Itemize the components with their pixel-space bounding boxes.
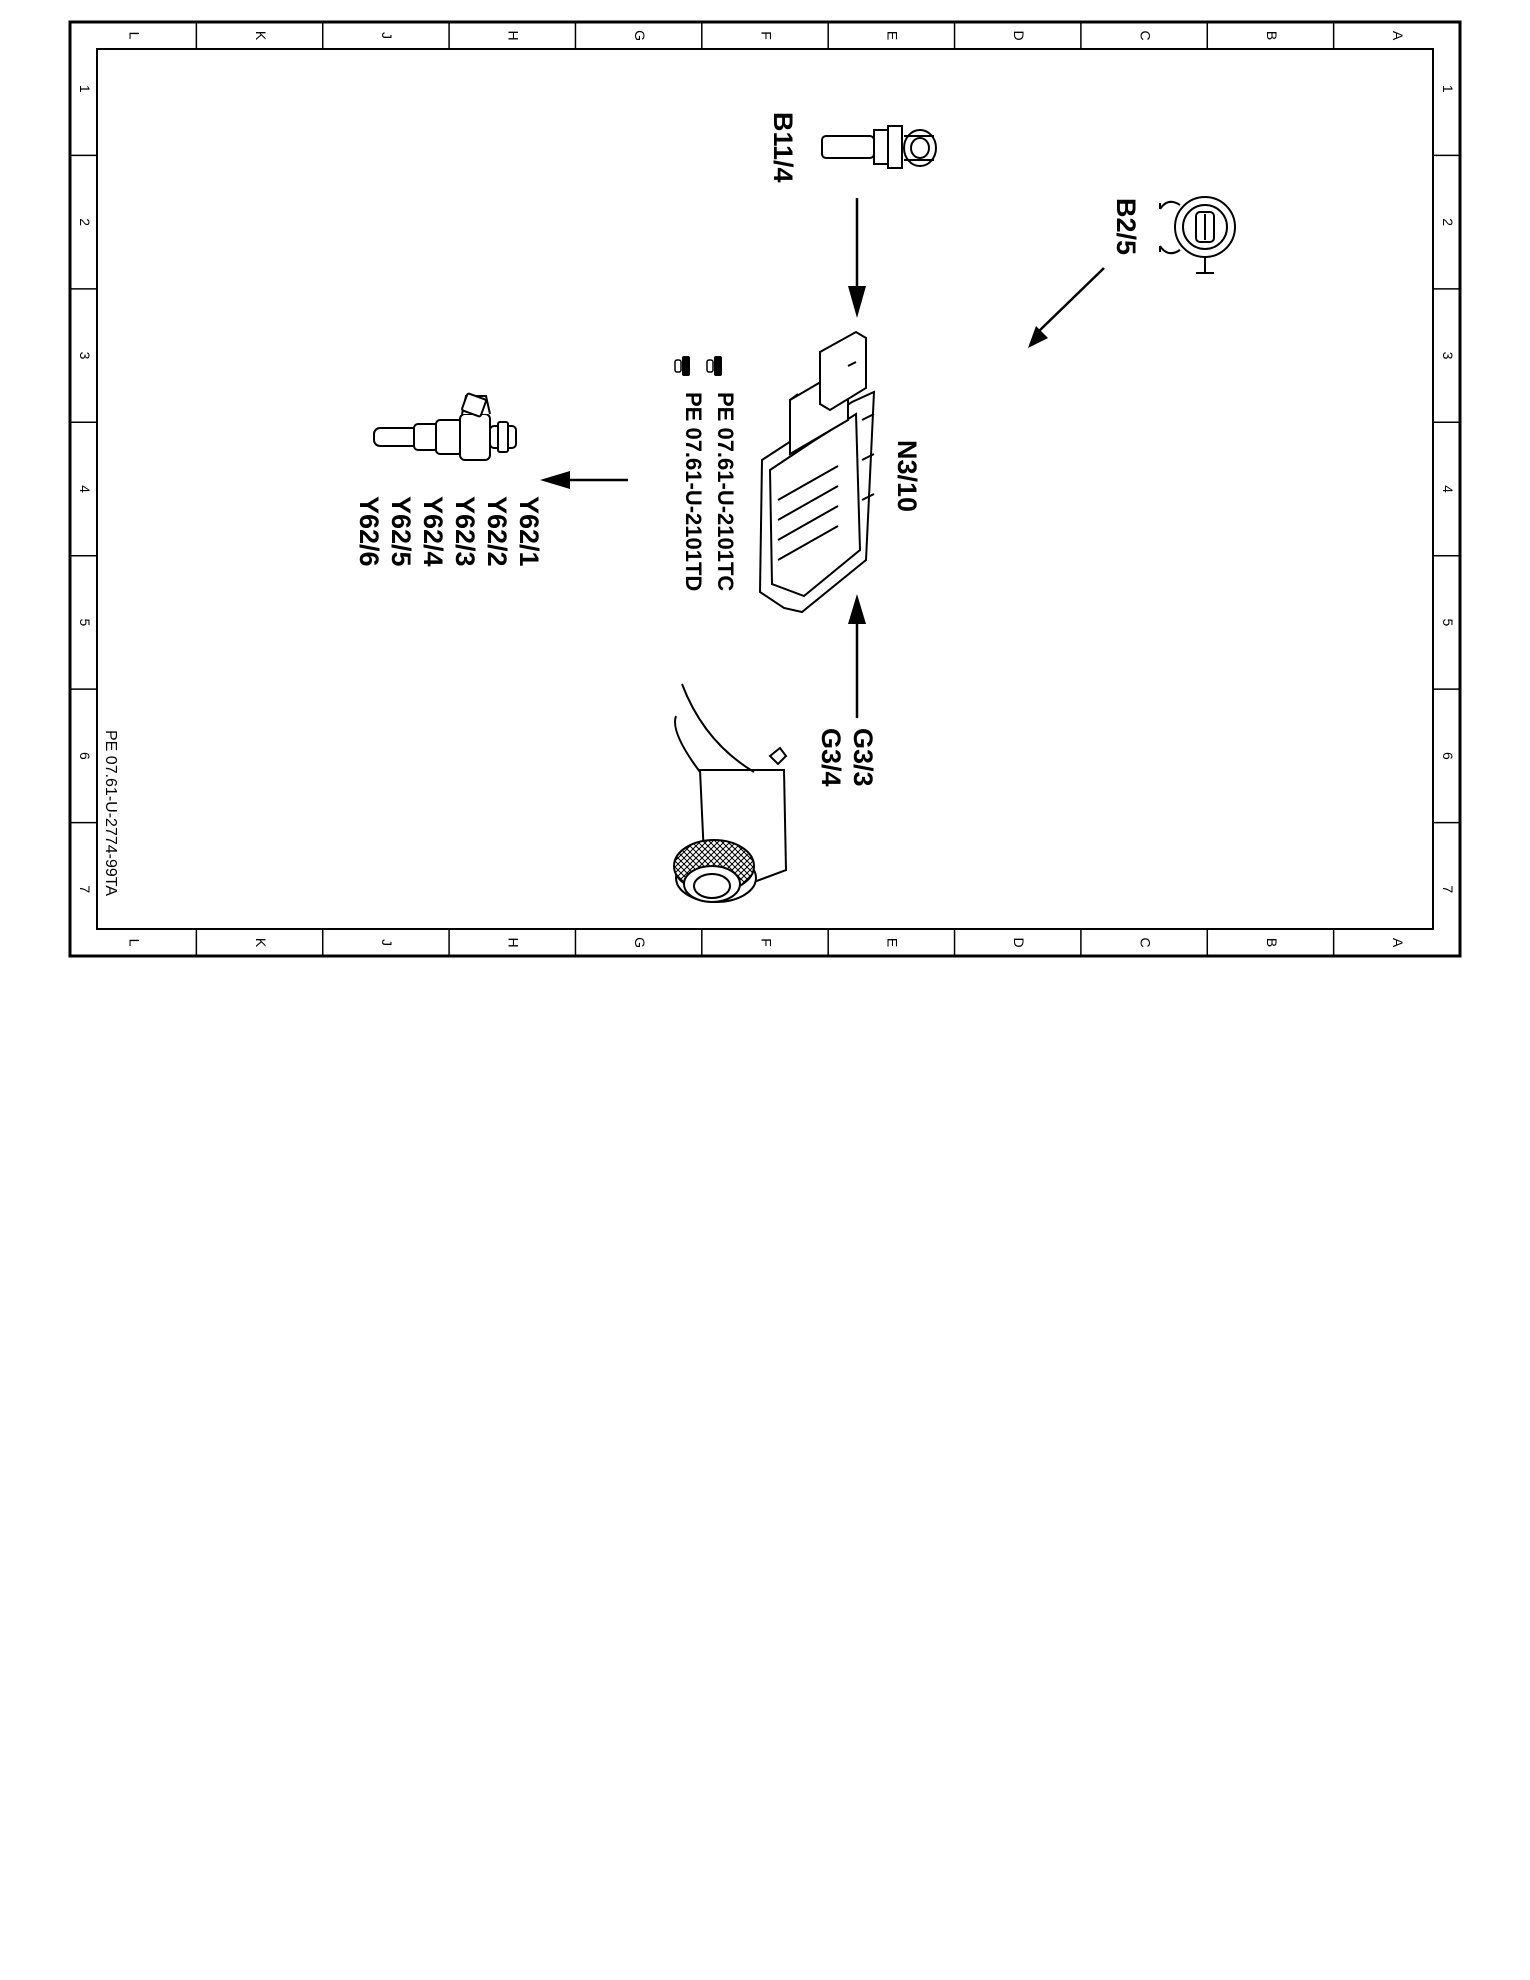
- label-y62-2: Y62/2: [482, 496, 512, 567]
- reference-note-1: PE 07.61-U-2101TC: [713, 392, 738, 591]
- n3-10-control-unit-drawing: [758, 330, 876, 614]
- grid-column-label-top: G: [632, 30, 648, 41]
- grid-row-label-left: 3: [77, 352, 93, 360]
- b2-5-sensor-drawing: [1159, 196, 1236, 274]
- grid-column-label-top: J: [379, 32, 395, 39]
- grid-column-label-top: D: [1011, 30, 1027, 40]
- grid-row-label-right: 1: [1440, 85, 1456, 93]
- grid-column-label-top: H: [506, 30, 522, 40]
- g3-oxygen-sensor-drawing: [673, 683, 788, 903]
- grid-column-label-bottom: A: [1390, 938, 1406, 948]
- grid-row-label-right: 7: [1440, 885, 1456, 893]
- grid-column-label-bottom: H: [506, 937, 522, 947]
- grid-column-label-bottom: C: [1137, 937, 1153, 947]
- label-y62-3: Y62/3: [450, 496, 480, 567]
- label-n3-10: N3/10: [892, 440, 922, 512]
- label-y62-1: Y62/1: [514, 496, 544, 567]
- grid-column-label-top: L: [126, 32, 142, 40]
- grid-column-label-bottom: D: [1011, 937, 1027, 947]
- grid-column-label-top: C: [1137, 30, 1153, 40]
- grid-column-label-top: E: [885, 31, 901, 40]
- arrow-n3-10-to-y62: [540, 471, 628, 489]
- grid-row-label-right: 5: [1440, 619, 1456, 627]
- grid-column-label-top: A: [1390, 31, 1406, 41]
- label-y62-6: Y62/6: [354, 496, 384, 567]
- reference-note-2: PE 07.61-U-2101TD: [681, 392, 706, 591]
- grid-row-label-right: 2: [1440, 218, 1456, 226]
- label-b11-4: B11/4: [768, 112, 798, 183]
- y62-injector-drawing: [373, 392, 517, 461]
- label-g3-3: G3/3: [848, 728, 878, 787]
- drawing-code: PE 07.61-U-2774-99TA: [102, 730, 119, 896]
- grid-column-label-top: B: [1264, 31, 1280, 40]
- grid-column-label-bottom: F: [758, 938, 774, 947]
- grid-row-label-right: 4: [1440, 485, 1456, 493]
- pointing-hand-icon: [674, 356, 690, 376]
- grid-row-label-right: 3: [1440, 352, 1456, 360]
- grid-column-label-top: F: [758, 31, 774, 40]
- grid-row-label-left: 6: [77, 752, 93, 760]
- grid-row-label-left: 5: [77, 619, 93, 627]
- b11-4-sensor-drawing: [821, 125, 937, 169]
- grid-row-label-left: 7: [77, 885, 93, 893]
- grid-column-label-bottom: G: [632, 937, 648, 948]
- inner-frame: [96, 48, 1434, 930]
- outer-frame: [68, 20, 1462, 958]
- grid-column-label-top: K: [253, 31, 269, 41]
- grid-column-label-bottom: E: [885, 938, 901, 947]
- pointing-hand-icon: [706, 356, 722, 376]
- grid-column-label-bottom: K: [253, 938, 269, 948]
- grid-column-label-bottom: J: [379, 939, 395, 946]
- grid-row-label-right: 6: [1440, 752, 1456, 760]
- reference-grid-labels: L L K K J J H H G G F F E E D D C C B B A A 1 1 2 2 3 3 4 4 5 5 6 6 7 7: [77, 30, 1456, 948]
- grid-column-label-bottom: L: [126, 939, 142, 947]
- grid-row-label-left: 1: [77, 85, 93, 93]
- arrow-b11-4-to-n3-10: [848, 198, 866, 318]
- grid-row-label-left: 2: [77, 218, 93, 226]
- label-y62-5: Y62/5: [386, 496, 416, 567]
- grid-column-label-bottom: B: [1264, 938, 1280, 947]
- arrow-b2-5-to-n3-10: [1028, 267, 1105, 348]
- reference-grid: [70, 22, 1460, 956]
- arrow-g3-to-n3-10: [848, 594, 866, 718]
- label-b2-5: B2/5: [1111, 198, 1141, 255]
- label-g3-4: G3/4: [816, 728, 846, 787]
- grid-row-label-left: 4: [77, 485, 93, 493]
- label-y62-4: Y62/4: [418, 496, 448, 567]
